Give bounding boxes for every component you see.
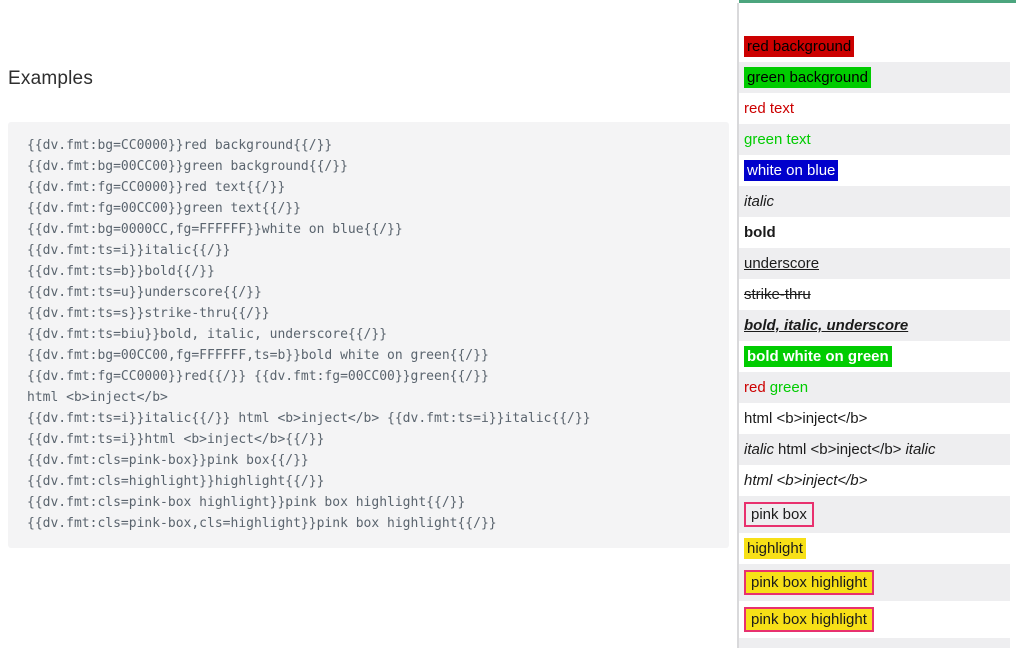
formatted-text: green [769,379,809,396]
formatted-text: html <b>inject</b> [778,441,902,458]
output-row-bold: bold [739,217,1010,248]
output-row-pink-box-highlight-2: pink box highlight [739,601,1010,638]
formatted-text: red [744,379,766,396]
formatted-text: highlight [744,538,806,559]
formatted-text: pink box highlight [744,607,874,632]
formatted-text: pink box [744,502,814,527]
formatted-text: bold white on green [744,346,892,367]
formatted-text: html <b>inject</b> [744,472,868,489]
rendered-output-panel: red background green background red text… [737,3,1010,648]
formatted-text: white on blue [744,160,839,181]
formatted-text: red text [744,100,795,117]
formatted-text: underscore [744,255,820,272]
formatted-text: bold, italic, underscore [744,317,909,334]
output-row-bold-white-on-green: bold white on green [739,341,1010,372]
formatted-text: italic [744,193,775,210]
output-row-green-background: green background [739,62,1010,93]
output-row-italic-html-inject-italic: italic html <b>inject</b> italic [739,434,1010,465]
formatted-text: red background [744,36,855,57]
formatted-text: html <b>inject</b> [744,410,868,427]
output-row-white-on-blue: white on blue [739,155,1010,186]
output-row-red-green: red green [739,372,1010,403]
formatted-text: green text [744,131,811,148]
code-block: {{dv.fmt:bg=CC0000}}red background{{/}} … [8,122,729,548]
output-row-italic: italic [739,186,1010,217]
output-row-pink-box-highlight-1: pink box highlight [739,564,1010,601]
examples-heading: Examples [8,68,94,89]
output-row-bold-italic-underscore: bold, italic, underscore [739,310,1010,341]
output-row-italic-html-inject: html <b>inject</b> [739,465,1010,496]
output-row-highlight: highlight [739,533,1010,564]
formatted-text: bold [744,224,776,241]
output-row-red-text: red text [739,93,1010,124]
formatted-text: green background [744,67,871,88]
formatted-text: pink box highlight [744,570,874,595]
formatted-text: italic [905,441,936,458]
output-row-pink-box: pink box [739,496,1010,533]
output-row-strike-thru: strike-thru [739,279,1010,310]
formatted-text: italic [744,441,775,458]
output-rows: red background green background red text… [739,31,1010,648]
output-row-empty [739,638,1010,648]
formatted-text: strike-thru [744,286,811,303]
output-row-red-background: red background [739,31,1010,62]
green-divider-bar [739,0,1016,3]
output-row-underscore: underscore [739,248,1010,279]
output-row-html-inject: html <b>inject</b> [739,403,1010,434]
output-row-green-text: green text [739,124,1010,155]
